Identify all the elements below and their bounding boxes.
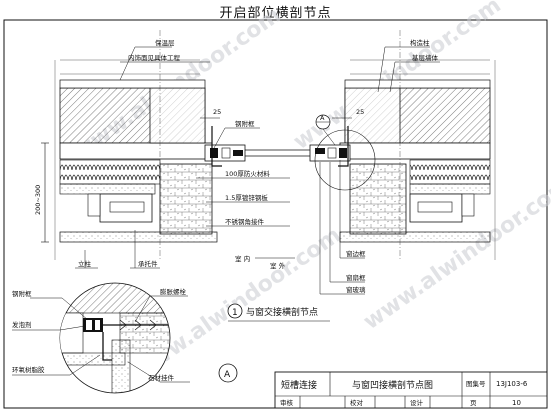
label-firestop: 100厚防火材料 xyxy=(225,169,270,178)
caption-number: 1 xyxy=(232,308,238,318)
callout-a-top-letter: A xyxy=(320,114,325,122)
upper-annotations: 保温层 内饰面见具体工程 构造柱 基层墙体 钢附框 25 25 A 100厚防火… xyxy=(34,38,440,295)
right-wall-section xyxy=(309,30,496,260)
tb-page-label: 页 xyxy=(470,399,477,407)
label-dim-height: 200~300 xyxy=(34,185,42,215)
tb-drawing-title: 与窗凹接横剖节点图 xyxy=(352,379,433,391)
title-block: 短槽连接 与窗凹接横剖节点图 图集号 13J103-6 审核 校对 设计 页 1… xyxy=(274,371,548,409)
label-structural-column: 构造柱 xyxy=(410,38,430,47)
tb-review: 审核 xyxy=(280,398,294,407)
label-post: 立柱 xyxy=(78,259,92,268)
label-epoxy: 环氧树脂胶 xyxy=(12,365,45,374)
label-expansion-bolt: 膨胀螺栓 xyxy=(160,287,187,296)
label-ss-connector: 不锈钢角接件 xyxy=(225,217,265,226)
callout-a-detail-letter: A xyxy=(224,370,231,380)
label-dim-25-left: 25 xyxy=(213,108,221,116)
label-stone-hanger: 石材挂件 xyxy=(148,373,175,382)
left-wall-section xyxy=(41,30,310,260)
tb-check: 校对 xyxy=(350,398,364,407)
label-dim-25-right: 25 xyxy=(356,108,364,116)
tb-design: 设计 xyxy=(410,398,424,407)
caption-text: 与窗交接横剖节点 xyxy=(246,306,318,318)
label-bearing-part: 承托件 xyxy=(138,259,158,268)
callout-a-detail xyxy=(218,363,238,383)
label-steel-subframe-detail: 钢附框 xyxy=(12,289,32,298)
label-window-glass: 窗玻璃 xyxy=(346,285,366,294)
detail-a: 钢附框 膨胀螺栓 发泡剂 环氧树脂胶 石材挂件 A xyxy=(12,282,238,394)
label-window-sash: 窗扇框 xyxy=(346,273,366,282)
figure-caption: 1 与窗交接横剖节点 xyxy=(227,303,330,322)
label-window-frame: 窗边框 xyxy=(346,249,366,258)
label-insulation: 保温层 xyxy=(155,38,175,47)
page-title: 开启部位横剖节点 xyxy=(219,6,332,21)
label-interior-finish: 内饰面见具体工程 xyxy=(128,53,181,62)
tb-atlas-no: 13J103-6 xyxy=(496,380,528,388)
label-foam: 发泡剂 xyxy=(12,320,32,329)
tb-project: 短槽连接 xyxy=(281,379,317,391)
tb-page-no: 10 xyxy=(512,399,521,407)
label-galv-plate: 1.5厚镀锌钢板 xyxy=(225,193,268,202)
label-indoor: 室 内 xyxy=(235,254,250,263)
label-outdoor: 室 外 xyxy=(270,261,286,270)
label-steel-subframe: 钢附框 xyxy=(235,119,255,128)
label-base-wall: 基层墙体 xyxy=(412,53,439,62)
tb-atlas-label: 图集号 xyxy=(466,379,486,388)
